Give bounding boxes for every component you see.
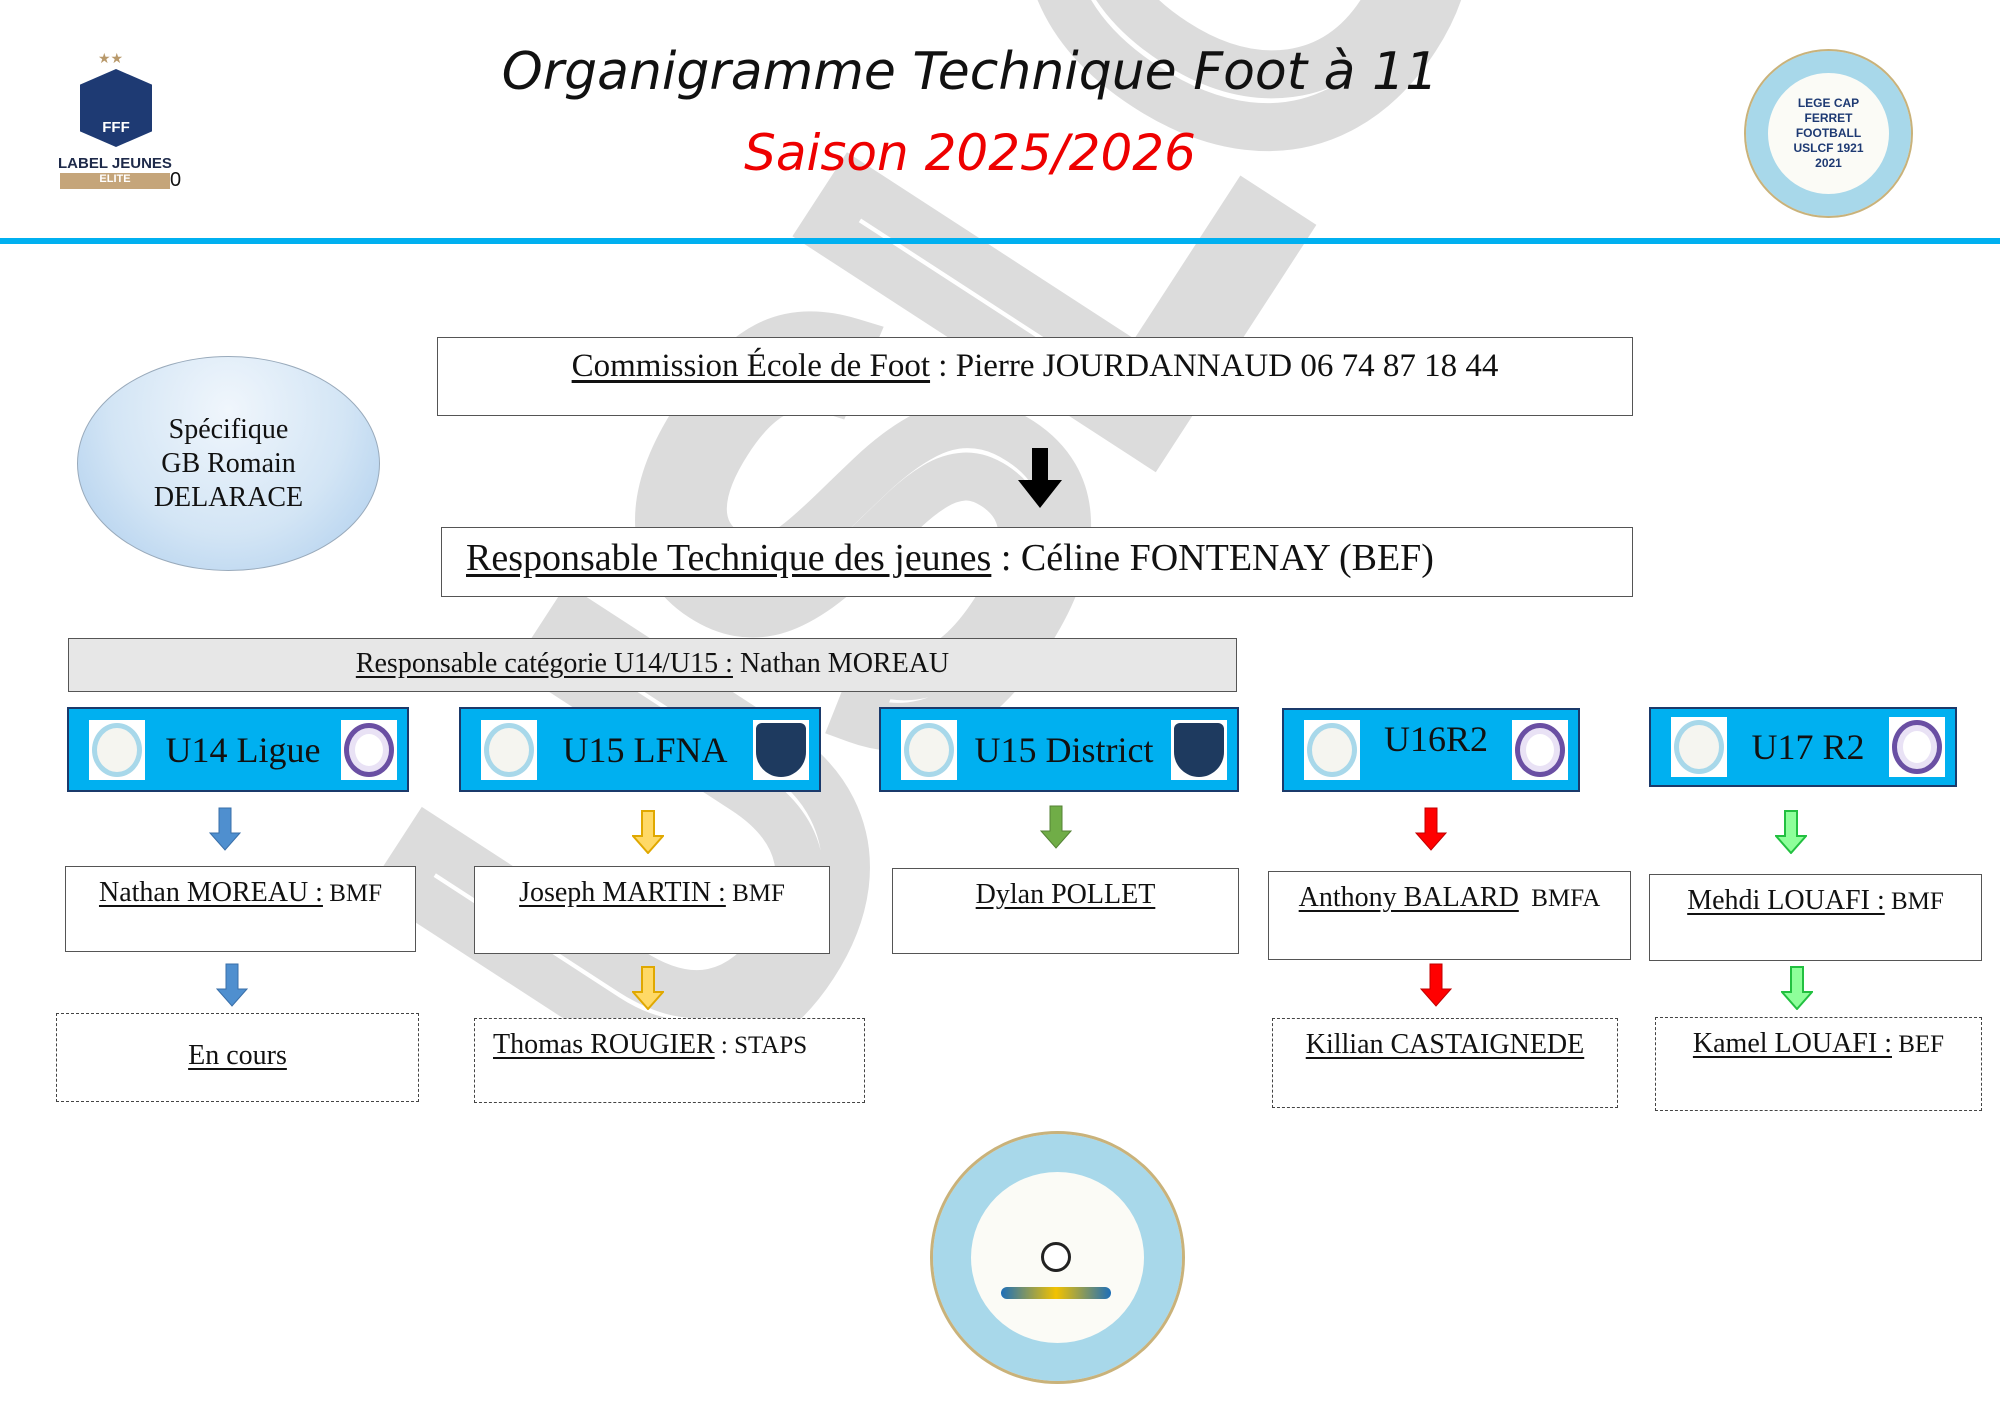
category-head-label: Responsable catégorie U14/U15 : (355, 648, 733, 679)
specific-line: Spécifique (168, 413, 289, 445)
team-name: U14 Ligue (165, 729, 321, 770)
assistant-name: Killian CASTAIGNEDE (1305, 1029, 1585, 1060)
team-name: U17 R2 (1751, 727, 1865, 767)
arrow-down-icon (632, 966, 664, 1010)
fff-logo: ★★ FFF LABEL JEUNES ELITE 0 (58, 51, 183, 196)
team-header-u15-district: U15 District (879, 707, 1239, 792)
season-title: Saison 2025/2026 (744, 124, 1196, 182)
team-header-u15-lfna: U15 LFNA (459, 707, 821, 792)
team-name: U16R2 (1383, 719, 1488, 759)
commission-label: Commission École de Foot (571, 348, 931, 384)
coach-diploma: BMF (322, 880, 383, 907)
assistant-name: Thomas ROUGIER (493, 1029, 715, 1060)
coach-diploma: BMF (1884, 888, 1944, 915)
header-divider (0, 238, 2000, 244)
specific-goalkeeper-ellipse: Spécifique GB Romain DELARACE (77, 356, 380, 571)
club-logo-icon (89, 719, 145, 780)
coach-box-u16: Anthony BALARD BMFA (1268, 871, 1631, 960)
team-header-u17: U17 R2 (1649, 707, 1957, 787)
specific-line: GB Romain (161, 447, 296, 479)
coach-diploma: BMFA (1518, 885, 1601, 912)
coach-name: Dylan POLLET (975, 879, 1156, 910)
league-logo-icon (341, 719, 397, 780)
assistant-name: Kamel LOUAFI : (1692, 1028, 1892, 1059)
arrow-down-icon (632, 810, 664, 854)
club-logo-icon (1304, 720, 1360, 780)
coach-name: Mehdi LOUAFI : (1687, 885, 1885, 916)
arrow-down-icon (1040, 805, 1072, 849)
club-logo-icon (1671, 717, 1727, 777)
assistant-name: En cours (188, 1040, 287, 1071)
page-title: Organigramme Technique Foot à 11 (501, 42, 1439, 102)
district-logo-icon (752, 719, 809, 780)
team-header-u14: U14 Ligue (67, 707, 409, 792)
arrow-down-icon (209, 807, 241, 851)
category-head-bar: Responsable catégorie U14/U15 : Nathan M… (68, 638, 1237, 692)
coach-diploma: BMF (725, 880, 785, 907)
assistant-box-u16: Killian CASTAIGNEDE (1272, 1018, 1618, 1108)
assistant-box-u17: Kamel LOUAFI : BEF (1655, 1017, 1982, 1111)
coach-box-u14: Nathan MOREAU : BMF (65, 866, 416, 952)
arrow-down-icon (1781, 966, 1813, 1010)
commission-value: : Pierre JOURDANNAUD 06 74 87 18 44 (930, 348, 1499, 384)
stars-icon: ★★ (98, 52, 124, 67)
district-logo-icon (1170, 719, 1227, 780)
soccer-ball-icon (1041, 1242, 1071, 1272)
club-logo-icon (901, 719, 957, 780)
club-logo-icon (481, 719, 537, 780)
arrow-down-icon (1420, 963, 1452, 1007)
arrow-down-icon (1018, 448, 1062, 508)
commission-box: Commission École de Foot : Pierre JOURDA… (437, 337, 1633, 416)
fff-badge: ELITE (60, 173, 170, 189)
technical-value: : Céline FONTENAY (BEF) (991, 537, 1434, 579)
coach-name: Joseph MARTIN : (519, 877, 726, 908)
technical-label: Responsable Technique des jeunes (466, 537, 992, 579)
specific-line: DELARACE (153, 481, 304, 513)
club-logo-wave (1001, 1287, 1111, 1299)
fff-suffix: 0 (170, 169, 182, 191)
assistant-box-u15-lfna: Thomas ROUGIER : STAPS (474, 1018, 865, 1103)
coach-box-u15-district: Dylan POLLET (892, 868, 1239, 954)
assistant-box-u14: En cours (56, 1013, 419, 1102)
coach-box-u15-lfna: Joseph MARTIN : BMF (474, 866, 830, 954)
coach-name: Anthony BALARD (1298, 882, 1519, 913)
coach-name: Nathan MOREAU : (98, 877, 323, 908)
arrow-down-icon (216, 963, 248, 1007)
category-head-value: Nathan MOREAU (732, 648, 950, 679)
arrow-down-icon (1415, 807, 1447, 851)
team-name: U15 LFNA (562, 729, 728, 770)
club-logo-text: LEGE CAP FERRET FOOTBALL USLCF 1921 2021 (1793, 96, 1864, 170)
assistant-diploma: BEF (1891, 1031, 1945, 1058)
club-logo: LEGE CAP FERRET FOOTBALL USLCF 1921 2021 (1744, 49, 1913, 218)
coach-box-u17: Mehdi LOUAFI : BMF (1649, 874, 1982, 961)
arrow-down-icon (1775, 810, 1807, 854)
team-header-u16: U16R2 (1282, 708, 1580, 792)
assistant-diploma: : STAPS (714, 1032, 808, 1059)
club-logo-bottom (930, 1131, 1185, 1384)
league-logo-icon (1888, 717, 1945, 777)
league-logo-icon (1511, 720, 1568, 780)
fff-shield: FFF (80, 69, 152, 147)
fff-label: LABEL JEUNES (58, 155, 172, 172)
technical-director-box: Responsable Technique des jeunes : Célin… (441, 527, 1633, 597)
team-name: U15 District (974, 729, 1154, 770)
